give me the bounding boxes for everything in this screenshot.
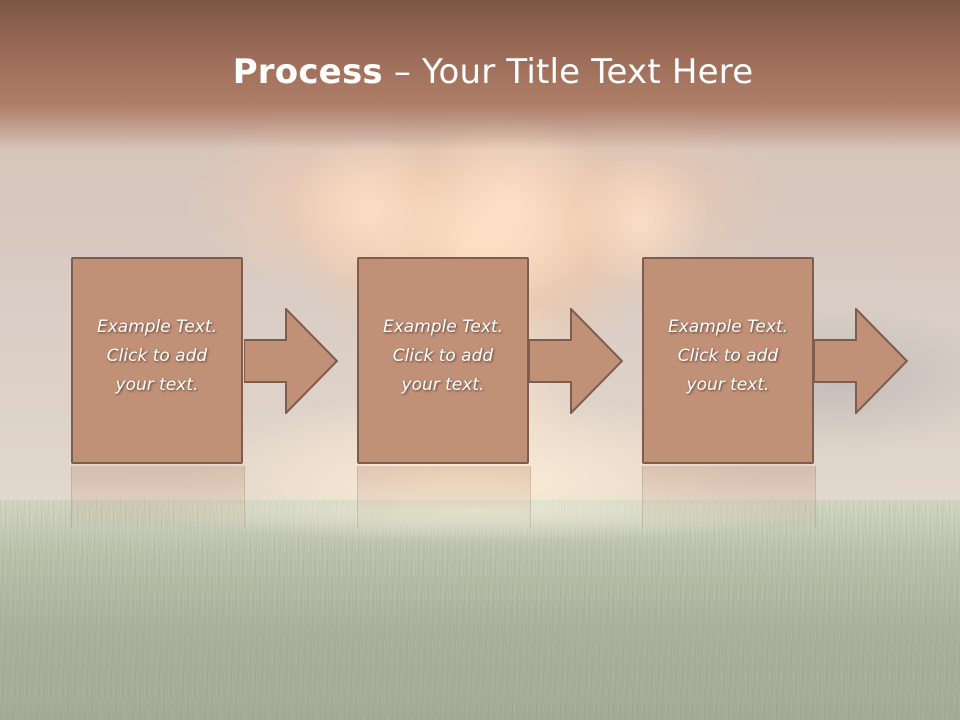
arrow-right-icon [529, 308, 623, 414]
title-rest: – Your Title Text Here [382, 52, 754, 92]
process-step-box-1[interactable]: Example Text. Click to add your text. [71, 257, 243, 464]
slide-title[interactable]: Process – Your Title Text Here [0, 52, 960, 92]
step-reflection [357, 466, 531, 528]
process-step-box-2[interactable]: Example Text. Click to add your text. [357, 257, 529, 464]
step-reflection [642, 466, 816, 528]
grass-field [0, 500, 960, 720]
arrow-right-icon [814, 308, 908, 414]
process-step-box-3[interactable]: Example Text. Click to add your text. [642, 257, 814, 464]
step-text-2: Example Text. Click to add your text. [382, 317, 504, 395]
title-bold: Process [232, 52, 383, 92]
step-text-1: Example Text. Click to add your text. [96, 317, 218, 395]
step-text-3: Example Text. Click to add your text. [667, 317, 789, 395]
arrow-right-icon [244, 308, 338, 414]
step-reflection [71, 466, 245, 528]
title-band [0, 0, 960, 150]
